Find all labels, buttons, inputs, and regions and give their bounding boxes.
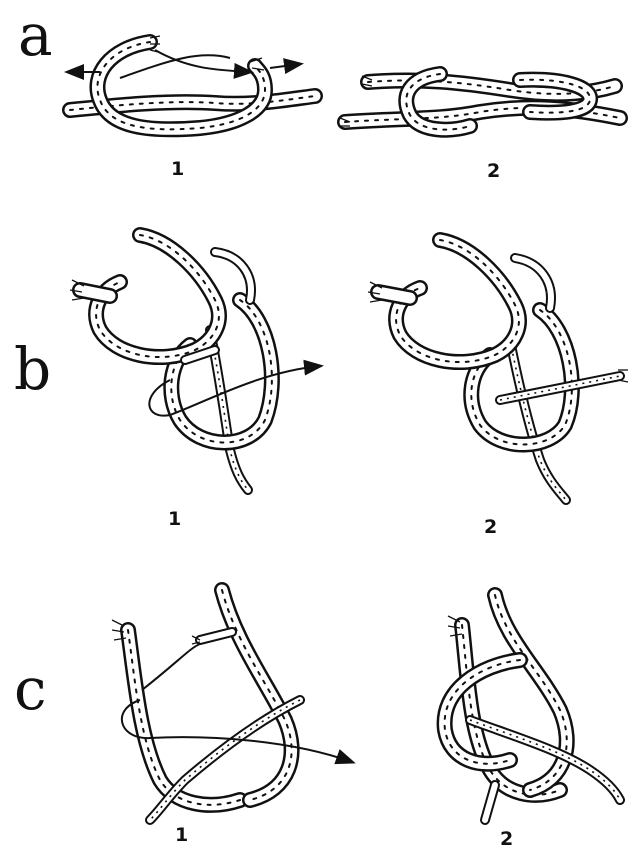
- figure-b2: [368, 240, 628, 500]
- figure-c2: [445, 595, 620, 820]
- figure-a1: [68, 36, 315, 129]
- figure-a2: [340, 74, 620, 130]
- figure-b1: [70, 235, 320, 490]
- figure-c1: [112, 590, 352, 820]
